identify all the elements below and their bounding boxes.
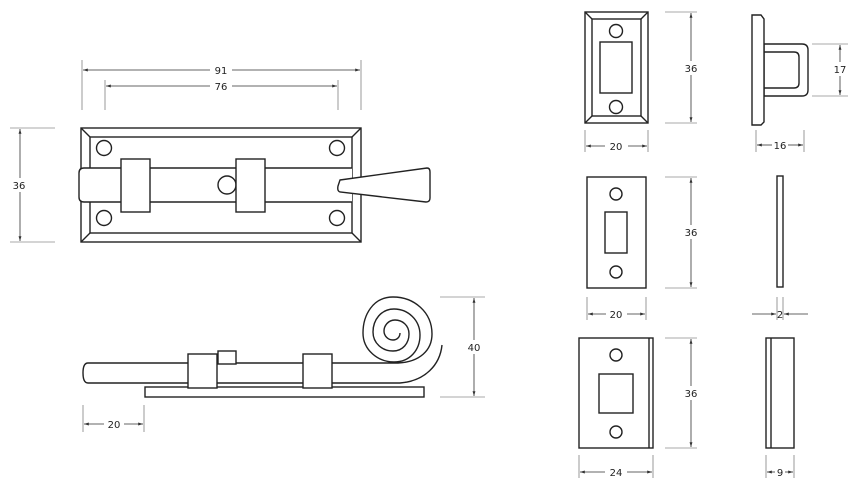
side-backplate [144, 386, 425, 398]
dim-flat-keep-thickness: 2 [777, 310, 783, 321]
dim-box-keep-width: 24 [610, 468, 623, 479]
screw-hole [95, 139, 113, 157]
bolt-side-view: 40 20 [82, 296, 485, 432]
side-knob [217, 350, 237, 365]
dim-hole-spacing: 76 [215, 82, 228, 93]
dim-length: 91 [215, 66, 228, 77]
bolt-shaft [78, 167, 352, 203]
bolt-front-view: 91 76 36 [10, 60, 431, 243]
keep-slot [599, 41, 633, 94]
dim-box-keep-depth: 9 [777, 468, 783, 479]
dim-height: 36 [13, 181, 26, 192]
dim-keep-projection: 17 [834, 65, 847, 76]
dim-flat-keep-height: 36 [685, 228, 698, 239]
bolt-staple [120, 158, 151, 213]
bolt-scroll-handle [82, 296, 433, 384]
dim-overhang: 20 [108, 420, 121, 431]
dim-box-keep-height: 36 [685, 389, 698, 400]
bolt-staple [235, 158, 266, 213]
flat-keep-side-view: 2 [752, 175, 808, 321]
screw-hole [95, 209, 113, 227]
dim-keep-depth: 16 [774, 141, 787, 152]
dim-keep-width: 20 [610, 142, 623, 153]
side-staple [187, 353, 218, 389]
bolt-knob [217, 175, 237, 195]
dim-flat-keep-width: 20 [610, 310, 623, 321]
flat-keep-front-view: 36 20 [586, 176, 702, 321]
screw-hole [328, 209, 346, 227]
scroll-underside [399, 344, 443, 384]
screw-hole [328, 139, 346, 157]
box-keep-front-view: 36 24 [578, 337, 702, 479]
keep-front-view: 36 20 [584, 11, 702, 153]
box-keep-side-view: 9 [765, 337, 795, 479]
side-staple [302, 353, 333, 389]
bolt-handle [337, 167, 431, 203]
dim-keep-height: 36 [685, 64, 698, 75]
dim-handle-height: 40 [468, 343, 481, 354]
keep-side-view: 17 16 [751, 14, 851, 152]
